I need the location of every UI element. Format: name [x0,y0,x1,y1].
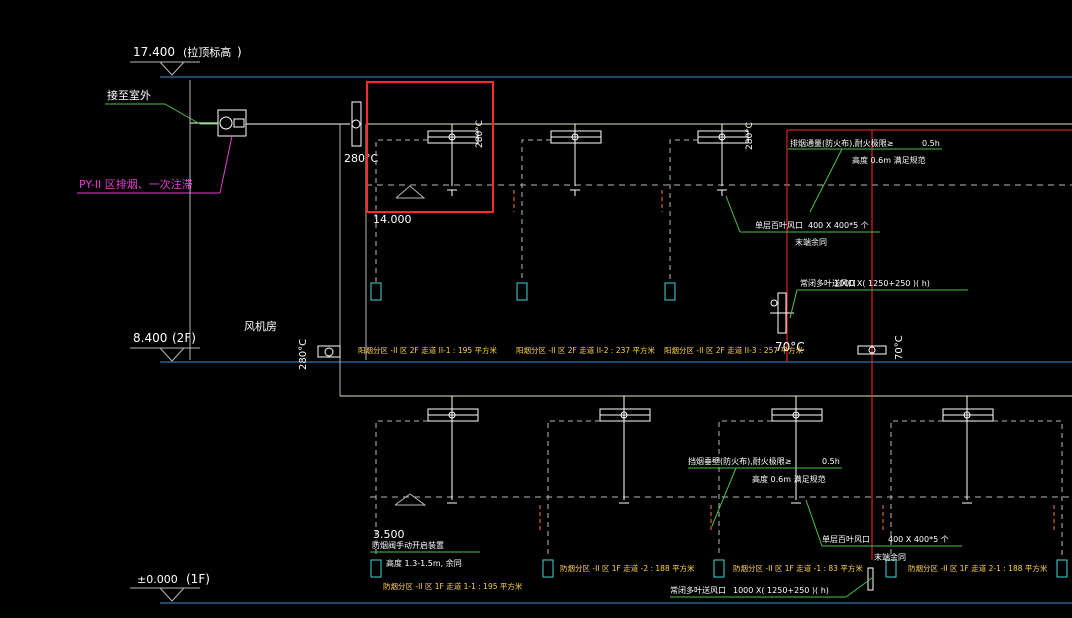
unit-u1 [427,124,479,196]
damper-70-lower [867,567,874,591]
annot5-b: 400 X 400*5 个 [888,535,949,544]
annot4-c: 高度 0.6m 满足规范 [752,474,826,484]
annot2-a: 单层百叶风口 [755,220,803,230]
unit-l1 [427,396,479,504]
fan-system-label: PY-II 区排烟、一次注滞 [79,177,193,191]
outdoor-leader-b [164,103,218,125]
annot7-c: 末端余同 [874,552,906,562]
annot3-b: 1000 X( 1250+250 )( h) [834,279,930,288]
upper-drops [375,139,698,282]
zone-label-lower-3: 防烟分区 -II 区 1F 走道 2-1 : 188 平方米 [908,563,1048,573]
level-markers [130,61,427,602]
zone-label-upper-2: 阳烟分区 -II 区 2F 走道 II-2 : 237 平方米 [516,345,656,355]
fan-room-label: 风机房 [244,319,277,333]
lower-units [427,396,994,504]
highlight-box [366,81,494,213]
damper-70-mid [857,345,887,355]
floor-lines [160,76,1072,604]
annot3-a: 常闭多叶送风口 [800,278,856,288]
unit-u2 [550,124,602,196]
unit-l2 [599,396,651,504]
annot4-a: 挡烟垂壁(防火布),耐火极限≥ [688,456,792,466]
annot6-b: 高度 1.3-1.5m, 余同 [386,558,462,568]
annot1-a: 排烟通量(防火布),耐火极限≥ [790,138,894,148]
annot2-b: 400 X 400*5 个 [808,221,869,230]
floor1-level-floor: (1F) [186,572,210,586]
exhaust-fan [190,109,350,137]
roof-level-note: (拉顶标高 [183,45,231,59]
roof-level-close: ) [237,45,242,59]
roof-level-value: 17.400 [133,45,175,59]
annot2-c: 末端余同 [795,237,827,247]
sub-level-14: 14.000 [373,213,412,226]
floor2-level-value: 8.400 [133,331,167,345]
main-ducts [340,123,1072,397]
unit-u1-temp: 280°C [475,120,485,148]
annot7-a: 常闭多叶送风口 [670,585,726,595]
annot1-c: 高度 0.6m 满足规范 [852,155,926,165]
upper-orange-ticks [513,190,663,212]
temp-70-vertical: 70°C [894,335,905,360]
lower-orange-ticks [539,505,1055,530]
smoke-partition-frame [786,129,1072,560]
damper-70-upper [770,292,794,334]
lower-drops [375,420,1063,557]
floor1-level-value: ±0.000 [137,573,178,586]
to-outdoor-label: 接至室外 [107,88,151,102]
fan-system-leader-b [219,135,233,194]
upper-units [427,124,749,196]
floor2-level-floor: (2F) [172,331,196,345]
fire-damper-lower [317,345,341,358]
zone-label-upper-3: 阳烟分区 -II 区 2F 走道 II-3 : 257 平方米 [664,345,804,355]
annot4-b: 0.5h [822,457,840,466]
annot1-b: 0.5h [922,139,940,148]
annot6-a: 防烟阀手动开启装置 [372,540,444,550]
unit-l4 [942,396,994,504]
fire-damper-upper [351,101,362,147]
upper-cyan-boxes [370,282,676,301]
zone-label-lower-2: 防烟分区 -II 区 1F 走道 -1 : 83 平方米 [733,563,863,573]
unit-l3 [771,396,823,504]
unit-u3-temp: 280°C [745,122,755,150]
ceiling-dashed [366,184,1072,498]
lower-cyan-boxes [370,559,1068,578]
annot7-b: 1000 X( 1250+250 )( h) [733,586,829,595]
zone-label-lower-1: 防烟分区 -II 区 1F 走道 -2 : 188 平方米 [560,563,695,573]
temp-280-vertical: 280°C [298,339,309,370]
zone-label-upper-1: 阳烟分区 -II 区 2F 走道 II-1 : 195 平方米 [358,345,498,355]
temp-70-label: 70°C [775,340,805,354]
sub-level-3-5: 3.500 [373,528,405,541]
zone-label-lower-left: 防烟分区 -II 区 1F 走道 1-1 : 195 平方米 [383,581,523,591]
unit-u3 [697,124,749,196]
green-leaders [370,148,968,598]
annot5-a: 单层百叶风口 [822,534,870,544]
temp-280-label: 280°C [344,152,378,165]
